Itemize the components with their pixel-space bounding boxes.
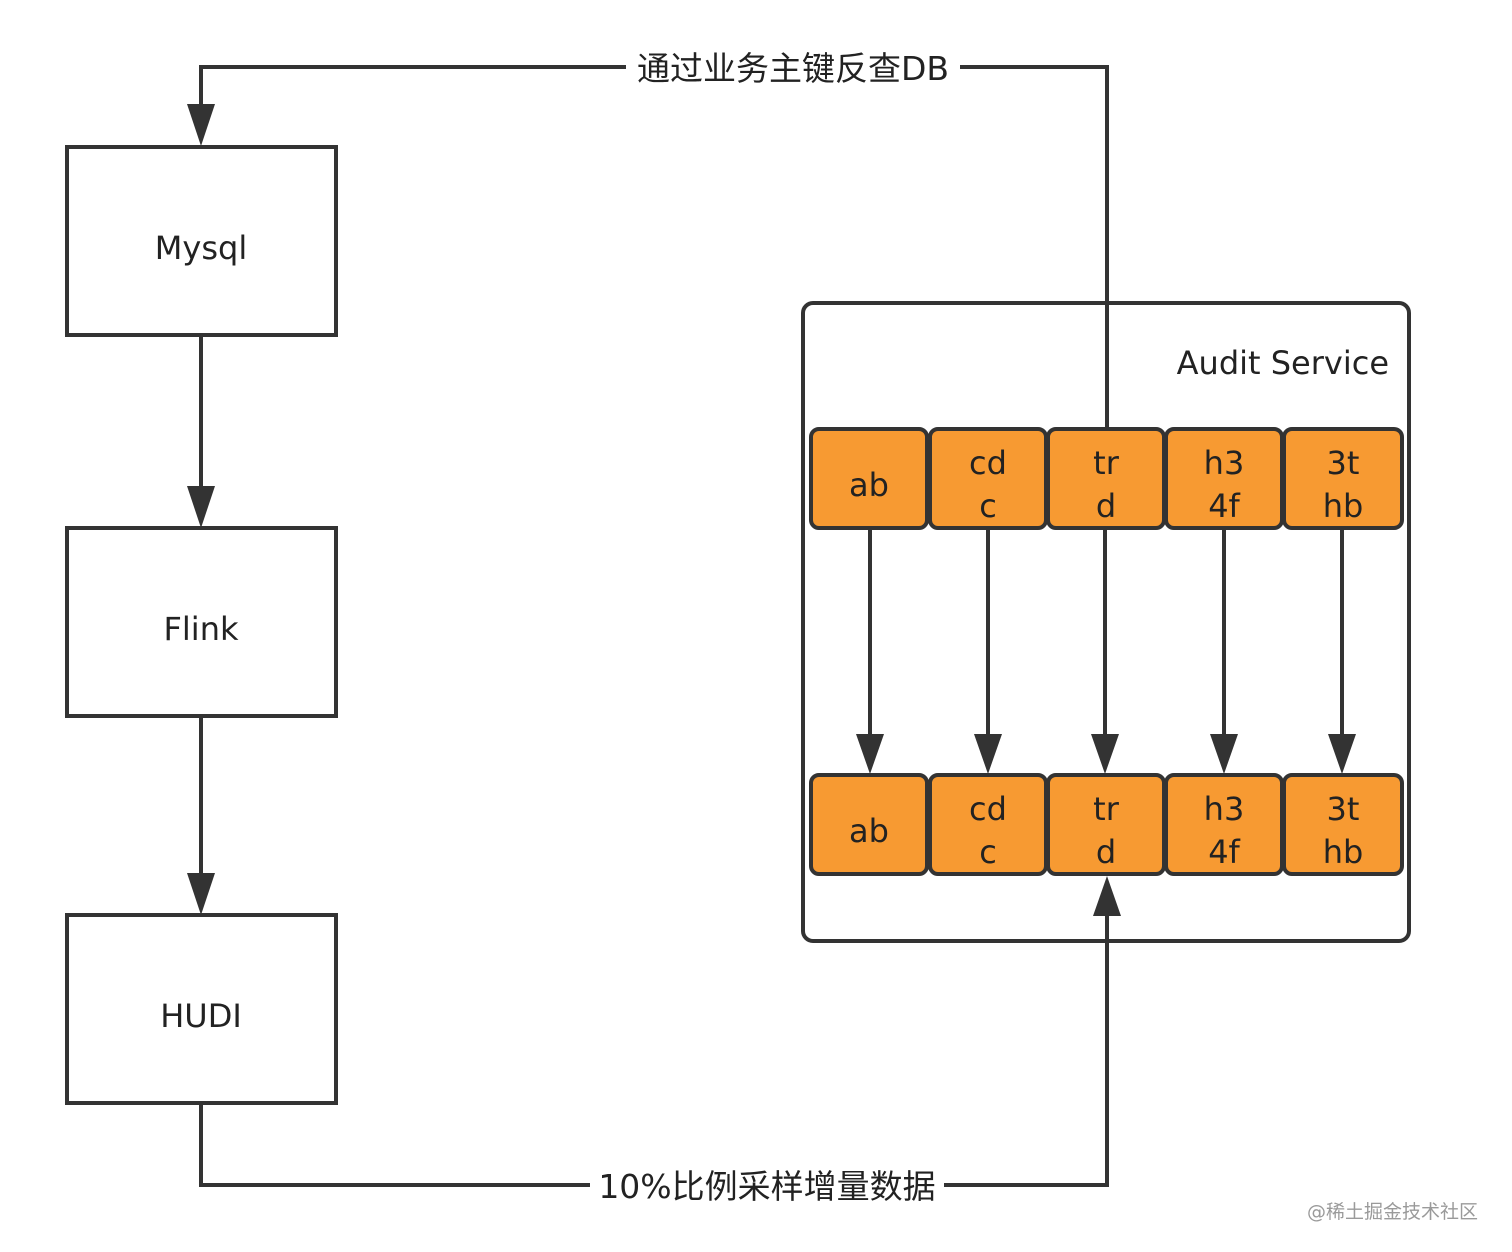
bottom-cell-3: tr d [1046,773,1166,876]
svg-text:d: d [1096,487,1116,525]
edge-label-bottom: 10%比例采样增量数据 [598,1167,935,1206]
svg-text:ab: ab [849,466,889,504]
top-cell-5: 3t hb [1282,427,1404,530]
arrowhead-into-audit-bottom [1093,876,1121,916]
svg-text:h3: h3 [1204,444,1245,482]
svg-text:c: c [979,833,997,871]
bottom-cell-4: h3 4f [1164,773,1284,876]
svg-text:hb: hb [1323,833,1364,871]
bottom-cell-1: ab [809,773,929,876]
node-flink: Flink [65,526,338,718]
bottom-cell-2: cd c [928,773,1048,876]
svg-text:tr: tr [1093,444,1120,482]
arrowhead-into-hudi [187,873,215,915]
top-cell-4: h3 4f [1164,427,1284,530]
node-flink-label: Flink [164,610,239,648]
svg-text:hb: hb [1323,487,1364,525]
top-cell-1: ab [809,427,929,530]
top-cell-2: cd c [928,427,1048,530]
node-hudi: HUDI [65,913,338,1105]
top-cell-3: tr d [1046,427,1166,530]
svg-text:tr: tr [1093,790,1120,828]
arrowhead-into-flink [187,486,215,528]
svg-text:h3: h3 [1204,790,1245,828]
bottom-label-background [590,1162,944,1208]
svg-text:4f: 4f [1208,487,1240,525]
top-label-background [626,44,960,90]
edge-label-top: 通过业务主键反查DB [637,49,949,88]
svg-text:d: d [1096,833,1116,871]
bottom-row-cells: ab cd c tr d h3 4f 3t hb [809,773,1404,876]
node-hudi-label: HUDI [160,997,242,1035]
svg-text:cd: cd [969,444,1007,482]
node-mysql-label: Mysql [155,229,247,267]
watermark-text: @稀土掘金技术社区 [1307,1201,1478,1223]
svg-text:cd: cd [969,790,1007,828]
audit-service-container [801,301,1411,943]
svg-text:3t: 3t [1327,444,1360,482]
node-mysql: Mysql [65,145,338,337]
svg-text:ab: ab [849,812,889,850]
top-row-cells: ab cd c tr d h3 4f 3t hb [809,427,1404,530]
row-arrows [856,530,1356,774]
bottom-cell-5: 3t hb [1282,773,1404,876]
svg-text:3t: 3t [1327,790,1360,828]
svg-text:c: c [979,487,997,525]
audit-service-title: Audit Service [1177,344,1389,382]
arrowhead-into-mysql [187,104,215,146]
svg-text:4f: 4f [1208,833,1240,871]
